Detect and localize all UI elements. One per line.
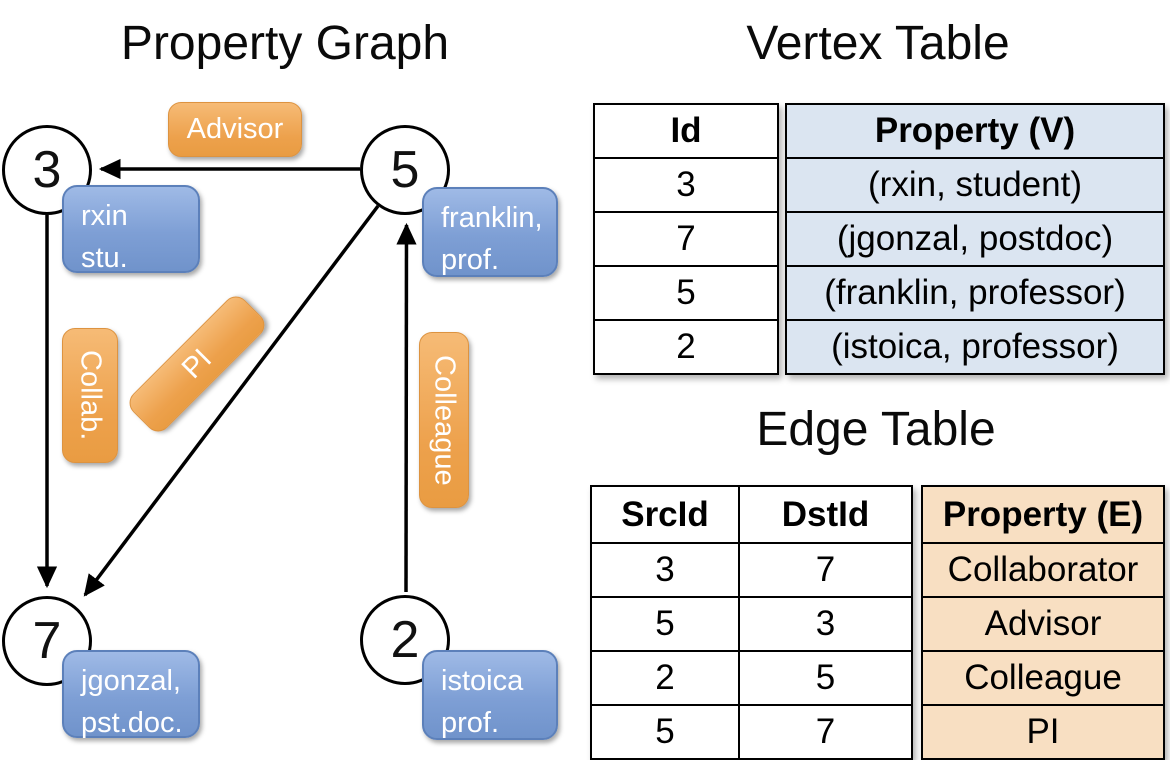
vertex-table-cell-property-1: (jgonzal, postdoc) bbox=[785, 211, 1165, 267]
edge-table-cell-property-1: Advisor bbox=[921, 596, 1165, 652]
edge-label-pi: PI bbox=[124, 291, 270, 437]
vertex-table-cell-property-2: (franklin, professor) bbox=[785, 265, 1165, 321]
edge-table-header-srcid: SrcId bbox=[590, 485, 740, 544]
vertex-property-box-franklin: franklin, prof. bbox=[422, 187, 558, 277]
vertex-table-cell-id-2: 5 bbox=[593, 265, 779, 321]
edge-table-cell-src-2: 2 bbox=[590, 650, 740, 706]
vertex-table-cell-property-0: (rxin, student) bbox=[785, 157, 1165, 213]
edge-table-ids-columns: SrcId DstId 3 7 5 3 2 5 5 7 bbox=[590, 485, 913, 760]
vertex-node-5: 5 bbox=[360, 125, 450, 215]
edge-label-text: Collab. bbox=[74, 350, 107, 441]
property-line: prof. bbox=[441, 244, 500, 276]
edge-table-cell-property-2: Colleague bbox=[921, 650, 1165, 706]
vertex-table-header-property: Property (V) bbox=[785, 103, 1165, 159]
property-line: prof. bbox=[441, 707, 500, 739]
vertex-table-property-column: Property (V) (rxin, student) (jgonzal, p… bbox=[785, 103, 1165, 375]
vertex-id-label: 5 bbox=[390, 141, 420, 199]
vertex-table-cell-id-1: 7 bbox=[593, 211, 779, 267]
edge-table-title: Edge Table bbox=[756, 403, 996, 456]
edge-table-header-dstid: DstId bbox=[738, 485, 913, 544]
edge-label-text: Advisor bbox=[186, 113, 284, 145]
vertex-property-box-rxin: rxin stu. bbox=[62, 185, 200, 274]
vertex-node-3: 3 bbox=[2, 125, 92, 215]
edge-table-cell-src-0: 3 bbox=[590, 542, 740, 598]
property-line: jgonzal, bbox=[81, 665, 181, 697]
edge-table-cell-property-3: PI bbox=[921, 704, 1165, 760]
edge-table-header-property: Property (E) bbox=[921, 485, 1165, 544]
edge-table-cell-dst-0: 7 bbox=[738, 542, 913, 598]
property-line: istoica bbox=[441, 665, 524, 697]
vertex-id-label: 2 bbox=[390, 611, 420, 669]
edge-table-cell-dst-3: 7 bbox=[738, 704, 913, 760]
vertex-table-cell-property-3: (istoica, professor) bbox=[785, 319, 1165, 375]
property-line: rxin bbox=[81, 200, 128, 232]
edge-label-advisor: Advisor bbox=[168, 102, 302, 157]
vertex-property-box-jgonzal: jgonzal, pst.doc. bbox=[62, 650, 200, 739]
edge-label-colleague: Colleague bbox=[419, 332, 469, 508]
vertex-table-cell-id-0: 3 bbox=[593, 157, 779, 213]
edge-label-text: PI bbox=[175, 342, 218, 385]
edge-table-cell-src-1: 5 bbox=[590, 596, 740, 652]
edge-label-text: Colleague bbox=[428, 354, 461, 486]
property-line: pst.doc. bbox=[81, 707, 183, 739]
edge-table-cell-property-0: Collaborator bbox=[921, 542, 1165, 598]
edge-table-cell-dst-1: 3 bbox=[738, 596, 913, 652]
property-graph-title: Property Graph bbox=[120, 17, 450, 70]
edge-arrow-2-to-5 bbox=[396, 222, 417, 593]
vertex-table-header-id: Id bbox=[593, 103, 779, 159]
vertex-table-cell-id-3: 2 bbox=[593, 319, 779, 375]
edge-table-property-column: Property (E) Collaborator Advisor Collea… bbox=[921, 485, 1165, 760]
vertex-id-label: 3 bbox=[32, 141, 62, 199]
edge-table-cell-src-3: 5 bbox=[590, 704, 740, 760]
property-line: franklin, bbox=[441, 202, 543, 234]
vertex-id-label: 7 bbox=[32, 612, 62, 670]
vertex-property-box-istoica: istoica prof. bbox=[422, 650, 558, 740]
property-line: stu. bbox=[81, 242, 128, 274]
vertex-table-title: Vertex Table bbox=[746, 17, 1010, 70]
edge-label-collab: Collab. bbox=[62, 328, 118, 463]
vertex-table-id-column: Id 3 7 5 2 bbox=[593, 103, 779, 375]
edge-table-cell-dst-2: 5 bbox=[738, 650, 913, 706]
